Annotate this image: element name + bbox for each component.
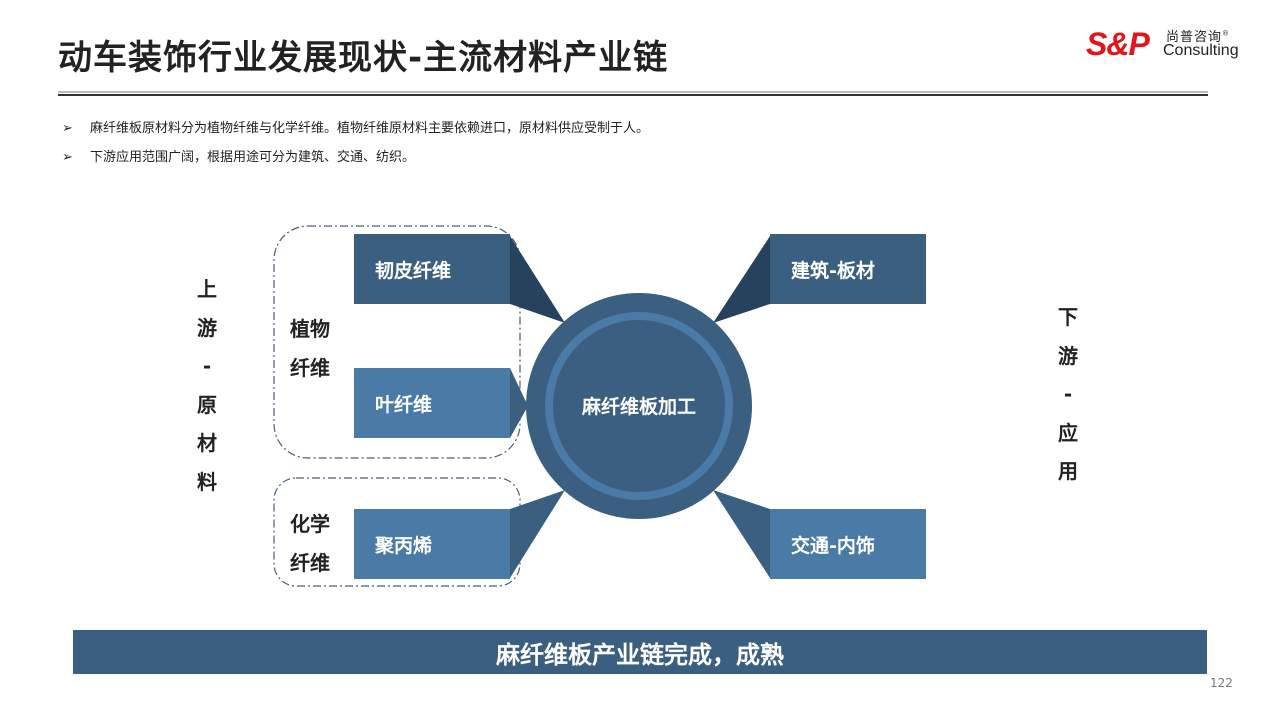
- arrow-bullet-icon: ➢: [62, 150, 73, 165]
- page-title: 动车装饰行业发展现状-主流材料产业链: [58, 38, 669, 78]
- chemical-fiber-label: 化学纤维: [290, 512, 330, 575]
- box-building: 建筑-板材: [770, 234, 926, 304]
- connector-transport: [713, 490, 770, 578]
- center-circle: [526, 293, 752, 519]
- plant-fiber-label: 植物纤维: [290, 317, 330, 380]
- center-ring: [545, 312, 733, 500]
- box-transport: 交通-内饰: [770, 509, 926, 579]
- connector-bast: [510, 236, 565, 323]
- box-leaf-fiber: 叶纤维: [354, 368, 510, 438]
- connector-pp: [510, 490, 565, 578]
- bullet-1: ➢麻纤维板原材料分为植物纤维与化学纤维。植物纤维原材料主要依赖进口，原材料供应受…: [62, 121, 650, 136]
- logo-cn: 尚普咨询®: [1166, 29, 1231, 45]
- connector-leaf: [510, 368, 528, 438]
- upstream-label: 上游-原材料: [197, 277, 217, 494]
- page-number: 122: [1210, 676, 1233, 690]
- downstream-label: 下游-应用: [1058, 305, 1078, 483]
- logo-en: Consulting: [1163, 42, 1239, 59]
- conclusion-banner: 麻纤维板产业链完成，成熟: [73, 630, 1207, 674]
- box-polypropylene: 聚丙烯: [354, 509, 510, 579]
- box-bast-fiber: 韧皮纤维: [354, 234, 510, 304]
- connector-building: [713, 236, 770, 323]
- center-label: 麻纤维板加工: [581, 396, 696, 418]
- arrow-bullet-icon: ➢: [62, 121, 73, 136]
- title-divider-dark: [58, 94, 1208, 96]
- sp-consulting-logo: S&P 尚普咨询® Consulting: [1086, 26, 1239, 66]
- logo-brand: S&P: [1086, 26, 1150, 62]
- bullet-2: ➢下游应用范围广阔，根据用途可分为建筑、交通、纺织。: [62, 150, 416, 165]
- title-divider: [58, 91, 1208, 93]
